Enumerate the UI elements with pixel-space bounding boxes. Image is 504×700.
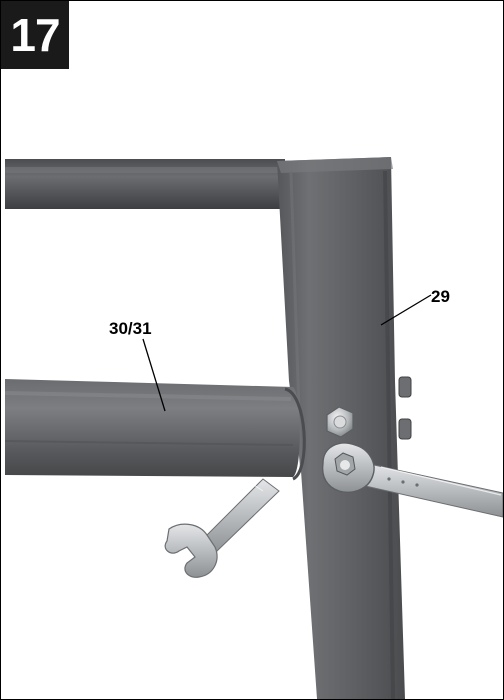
combination-wrench-icon [321,442,503,518]
open-end-wrench-icon [164,478,280,578]
leader-line-29 [380,294,432,326]
step-number-badge: 17 [1,1,69,69]
leader-line-3031 [142,338,166,412]
callout-label-cross-braces: 30/31 [109,319,152,338]
hex-bolt-icon [326,406,354,438]
middle-cross-tube [4,379,306,481]
side-bolts [398,376,412,440]
callout-label-upright-leg: 29 [431,287,450,306]
upper-cross-tube [5,159,285,209]
